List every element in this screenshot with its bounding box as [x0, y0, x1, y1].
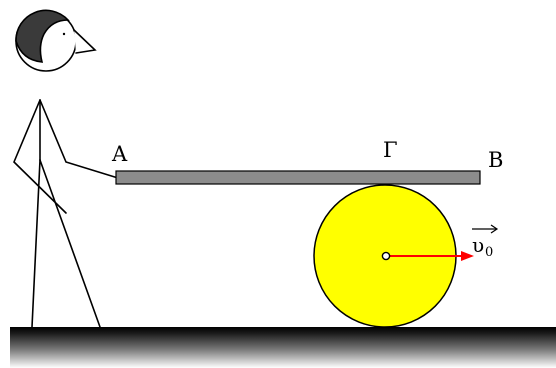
- person-leg-right: [39, 159, 101, 328]
- label-b: B: [488, 148, 503, 172]
- person-eye: [62, 32, 66, 36]
- velocity-label: υ 0: [472, 224, 499, 260]
- velocity-symbol: υ: [472, 233, 484, 257]
- person-nose: [73, 29, 97, 54]
- velocity-arrow-head: [461, 251, 474, 261]
- person-arm-front: [39, 99, 119, 179]
- velocity-arrow-icon: [386, 251, 474, 261]
- plank: [115, 170, 481, 185]
- cylinder-center: [381, 251, 391, 261]
- label-a: A: [111, 142, 128, 166]
- person-hair: [15, 9, 70, 63]
- label-gamma: Γ: [383, 138, 398, 162]
- ground: [10, 327, 556, 368]
- person-leg-left: [31, 159, 41, 328]
- velocity-subscript: 0: [485, 245, 493, 260]
- velocity-label-arrowhead: [490, 224, 499, 234]
- stick-figure-person: [13, 9, 119, 328]
- person-arm-back: [13, 99, 67, 214]
